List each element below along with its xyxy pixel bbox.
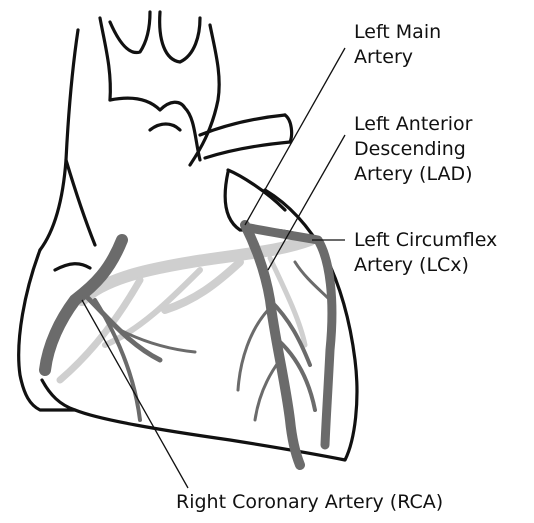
- left-main-label-line2: Artery: [354, 45, 441, 70]
- lad-label: Left Anterior Descending Artery (LAD): [354, 112, 473, 187]
- aorta: [110, 98, 200, 160]
- lad-label-line3: Artery (LAD): [354, 162, 473, 187]
- superior-vena-cava: [40, 30, 78, 250]
- rca-label: Right Coronary Artery (RCA): [176, 490, 443, 515]
- aortic-branches: [110, 12, 150, 53]
- heart-body: [19, 190, 357, 460]
- lcx-label-line2: Artery (LCx): [354, 253, 497, 278]
- left-main-label: Left Main Artery: [354, 20, 441, 70]
- lcx-label: Left Circumflex Artery (LCx): [354, 228, 497, 278]
- lad-label-line2: Descending: [354, 137, 473, 162]
- lad-septal: [238, 310, 268, 390]
- lad-label-line1: Left Anterior: [354, 112, 473, 137]
- left-main-leader: [245, 48, 345, 225]
- left-main-label-line1: Left Main: [354, 20, 441, 45]
- lcx-label-line1: Left Circumflex: [354, 228, 497, 253]
- lad-leader: [268, 135, 345, 270]
